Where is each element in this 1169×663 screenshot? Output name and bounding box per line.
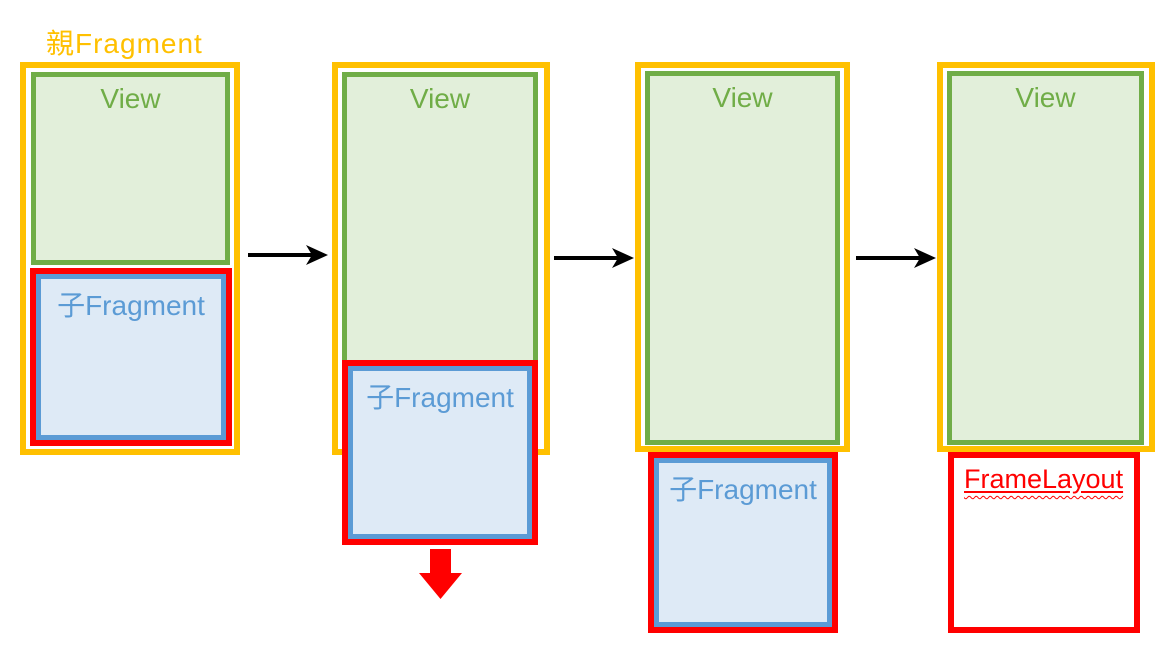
child-fragment-frame-2: 子Fragment xyxy=(342,360,538,545)
flow-arrow-icon-1 xyxy=(248,245,328,265)
view-label-1: View xyxy=(100,83,161,114)
view-box-3: View xyxy=(645,71,840,445)
child-fragment-label-1: 子Fragment xyxy=(57,290,205,321)
flow-arrow-icon-3 xyxy=(856,248,936,268)
drop-arrow-icon xyxy=(419,549,462,599)
child-fragment-frame-3: 子Fragment xyxy=(648,452,838,633)
framelayout-label-text: FrameLayout xyxy=(964,464,1124,494)
view-box-1: View xyxy=(31,72,230,265)
child-fragment-box-2: 子Fragment xyxy=(348,366,532,539)
child-fragment-box-1: 子Fragment xyxy=(36,274,226,440)
view-box-4: View xyxy=(947,71,1144,445)
child-fragment-frame-1: 子Fragment xyxy=(30,268,232,446)
view-label-2: View xyxy=(409,83,471,114)
view-label-3: View xyxy=(712,82,773,113)
framelayout-label: FrameLayout xyxy=(964,464,1123,494)
child-fragment-label-2: 子Fragment xyxy=(366,382,514,413)
view-label-4: View xyxy=(1015,82,1076,113)
view-box-2: View xyxy=(342,72,538,367)
child-fragment-box-3: 子Fragment xyxy=(654,458,832,627)
child-fragment-label-3: 子Fragment xyxy=(669,474,817,505)
framelayout-box: FrameLayout xyxy=(948,452,1140,633)
parent-fragment-title: 親Fragment xyxy=(46,28,203,59)
flow-arrow-icon-2 xyxy=(554,248,634,268)
